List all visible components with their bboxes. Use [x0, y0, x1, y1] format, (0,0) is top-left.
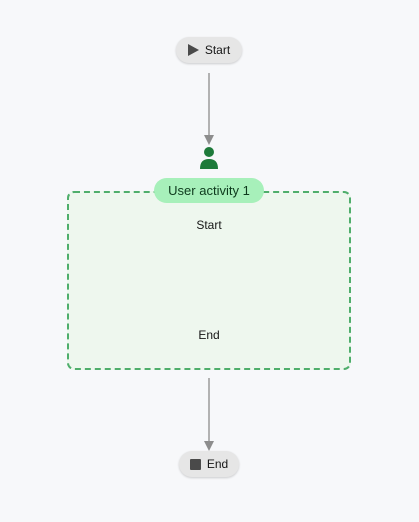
start-node[interactable]: Start [176, 37, 242, 63]
end-node[interactable]: End [179, 451, 239, 477]
user-icon [200, 147, 218, 169]
end-node-label: End [206, 457, 229, 471]
stop-icon [189, 458, 201, 470]
play-icon [187, 44, 199, 56]
inner-end-label[interactable]: End [198, 328, 220, 342]
user-activity-container[interactable] [67, 191, 351, 370]
start-node-label: Start [204, 43, 231, 57]
inner-start-label[interactable]: Start [196, 218, 222, 232]
user-activity-title[interactable]: User activity 1 [154, 178, 264, 203]
